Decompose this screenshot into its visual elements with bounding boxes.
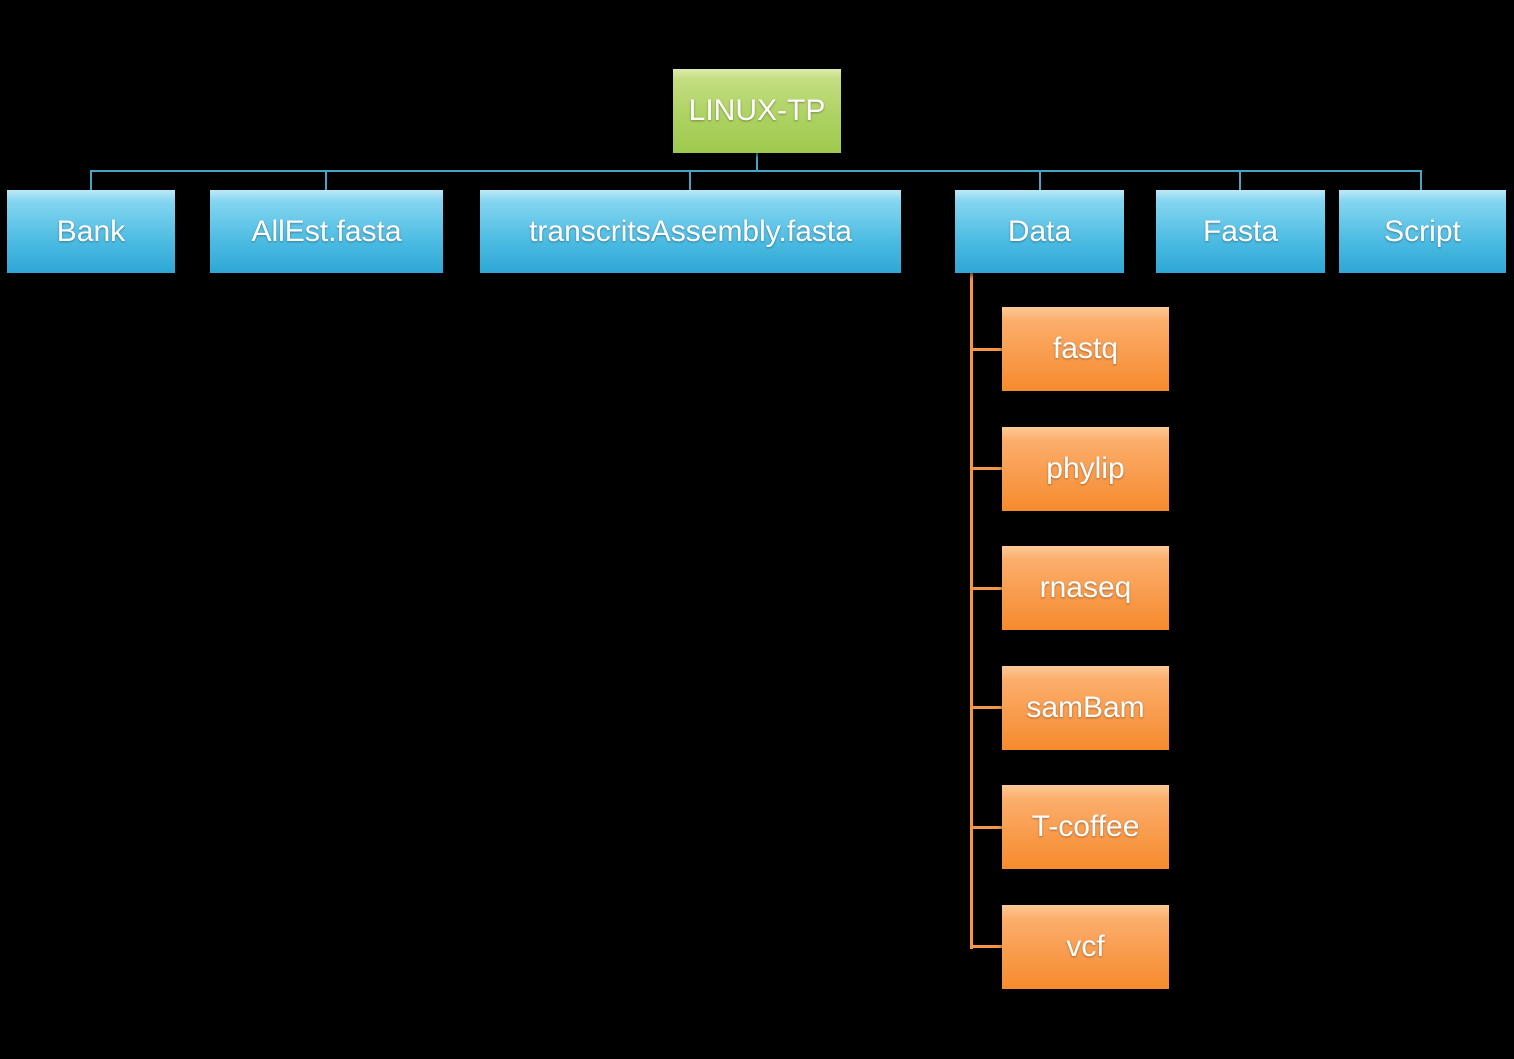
node-transcritsassembly-fasta: transcritsAssembly.fasta (480, 190, 901, 273)
node-data: Data (955, 190, 1124, 273)
node-vcf: vcf (1002, 905, 1169, 989)
connector-stub-script (1420, 170, 1422, 190)
connector-stub-vcf (970, 945, 1002, 948)
node-t-coffee: T-coffee (1002, 785, 1169, 869)
connector-stub-fastq (970, 348, 1002, 351)
connector-data-trunk (970, 273, 973, 949)
connector-stub-transcrits (689, 170, 691, 190)
connector-stub-fasta (1239, 170, 1241, 190)
connector-stub-data (1039, 170, 1041, 190)
connector-stub-t-coffee (970, 826, 1002, 829)
connector-root-stem (756, 153, 758, 172)
connector-level1-rail (90, 170, 1422, 172)
connector-stub-phylip (970, 467, 1002, 470)
node-fastq: fastq (1002, 307, 1169, 391)
node-rnaseq: rnaseq (1002, 546, 1169, 630)
node-bank: Bank (7, 190, 175, 273)
node-script: Script (1339, 190, 1506, 273)
node-allest-fasta: AllEst.fasta (210, 190, 443, 273)
node-linux-tp: LINUX-TP (673, 69, 841, 153)
connector-stub-allest (325, 170, 327, 190)
node-phylip: phylip (1002, 427, 1169, 511)
connector-stub-rnaseq (970, 587, 1002, 590)
connector-stub-bank (90, 170, 92, 190)
node-fasta: Fasta (1156, 190, 1325, 273)
connector-stub-sambam (970, 706, 1002, 709)
node-sambam: samBam (1002, 666, 1169, 750)
